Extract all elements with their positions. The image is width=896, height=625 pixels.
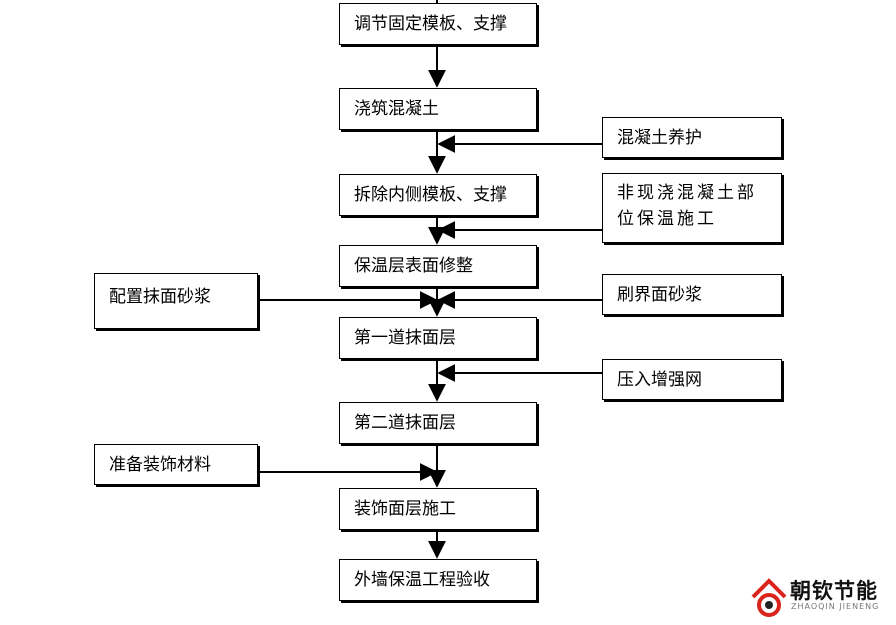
main-step-2: 浇筑混凝土 [339,88,537,130]
main-step-6: 第二道抹面层 [339,402,537,444]
left-step-label: 配置抹面砂浆 [109,287,211,307]
right-step-label: 混凝土养护 [617,127,702,148]
main-step-7: 装饰面层施工 [339,488,537,530]
brand-logo: 朝钦节能 ZHAOQIN JIENENG [750,575,890,620]
right-step-label: 压入增强网 [617,369,702,390]
main-step-4: 保温层表面修整 [339,245,537,287]
main-step-label: 第一道抹面层 [354,328,456,348]
logo-name: 朝钦节能 [790,579,878,603]
right-step-label: 非现浇混凝土部位保温施工 [617,183,757,229]
left-step-1: 配置抹面砂浆 [94,273,258,329]
main-step-label: 调节固定模板、支撑 [354,14,507,34]
main-step-5: 第一道抹面层 [339,317,537,359]
main-step-label: 浇筑混凝土 [354,99,439,119]
main-step-label: 外墙保温工程验收 [354,570,490,590]
right-step-2: 非现浇混凝土部位保温施工 [602,173,782,243]
main-step-3: 拆除内侧模板、支撑 [339,174,537,216]
left-step-2: 准备装饰材料 [94,444,258,485]
right-step-label: 刷界面砂浆 [617,284,702,305]
main-step-1: 调节固定模板、支撑 [339,3,537,45]
main-step-label: 第二道抹面层 [354,413,456,433]
right-step-4: 压入增强网 [602,359,782,400]
main-step-8: 外墙保温工程验收 [339,559,537,601]
main-step-label: 装饰面层施工 [354,499,456,519]
right-step-1: 混凝土养护 [602,117,782,158]
main-step-label: 保温层表面修整 [354,256,473,276]
main-step-label: 拆除内侧模板、支撑 [354,185,507,205]
house-logo-icon [751,578,787,617]
left-step-label: 准备装饰材料 [109,454,211,475]
logo-subtitle: ZHAOQIN JIENENG [791,602,880,611]
right-step-3: 刷界面砂浆 [602,274,782,315]
